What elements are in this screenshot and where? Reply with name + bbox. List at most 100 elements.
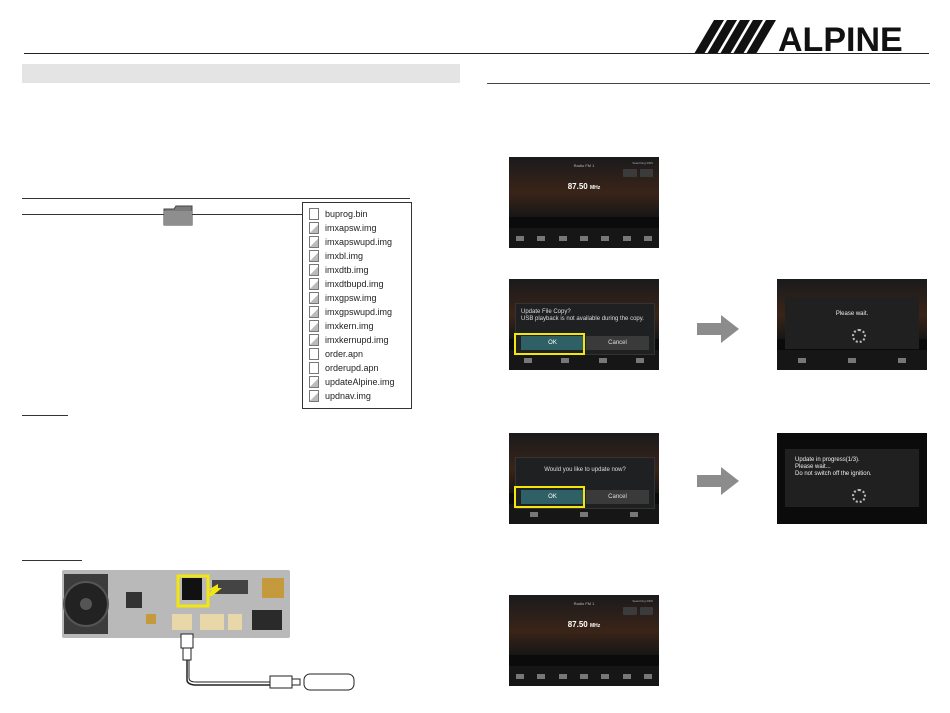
pty-icon[interactable]: [579, 673, 588, 679]
image-file-icon: [309, 306, 319, 318]
settings-icon[interactable]: [639, 607, 653, 615]
progress-panel: Update in progress(1/3). Please wait... …: [785, 449, 919, 507]
blank-file-icon: [309, 348, 319, 360]
cancel-button[interactable]: Cancel: [586, 490, 649, 504]
copy-dialog: Update File Copy?USB playback is not ava…: [515, 303, 655, 355]
radio-bottom-bar: [509, 666, 659, 686]
section-rule-right: [487, 83, 930, 84]
tune-icon[interactable]: [537, 673, 546, 679]
ok-button[interactable]: OK: [521, 336, 584, 350]
image-file-icon: [309, 250, 319, 262]
note-rule: [22, 415, 68, 416]
ok-button[interactable]: OK: [521, 490, 584, 504]
screen-background: [509, 157, 659, 217]
previous-icon: [530, 511, 538, 517]
file-item: updateAlpine.img: [309, 375, 395, 389]
section-rule: [22, 198, 410, 199]
image-file-icon: [309, 292, 319, 304]
tune-icon: [561, 357, 570, 363]
logo-text: ALPINE: [778, 21, 903, 54]
radio-bottom-bar: [509, 350, 659, 370]
tune-icon: [848, 357, 856, 363]
alpine-logo: ALPINE: [694, 20, 903, 54]
file-item: orderupd.apn: [309, 361, 379, 375]
screen-controls: [623, 169, 653, 177]
next-icon[interactable]: [644, 235, 653, 241]
blank-file-icon: [309, 208, 319, 220]
image-file-icon: [309, 390, 319, 402]
settings-icon[interactable]: [639, 169, 653, 177]
ignition-warning: Do not switch off the ignition.: [795, 471, 872, 477]
pty-icon[interactable]: [579, 235, 588, 241]
image-file-icon: [309, 222, 319, 234]
loading-spinner-icon: [852, 489, 866, 503]
rear-panel-drawing: [63, 574, 284, 634]
header-rule: [24, 53, 929, 54]
copy-question: Update File Copy?: [521, 309, 571, 315]
image-file-icon: [309, 236, 319, 248]
radio-bottom-bar: [509, 228, 659, 248]
progress-text: Update in progress(1/3). Please wait... …: [795, 457, 915, 478]
tune-icon[interactable]: [537, 235, 546, 241]
next-icon: [636, 357, 645, 363]
highlight-arrow-icon: [208, 584, 222, 596]
file-item: imxkernupd.img: [309, 333, 389, 347]
file-item: imxdtbupd.img: [309, 277, 384, 291]
previous-icon[interactable]: [515, 235, 524, 241]
frequency-display: 87.50 MHz: [509, 182, 659, 191]
file-item: imxgpsw.img: [309, 291, 377, 305]
usb-port-highlight: [176, 574, 210, 608]
image-file-icon: [309, 320, 319, 332]
previous-icon: [798, 357, 806, 363]
connection-rule: [22, 560, 82, 561]
blank-file-icon: [309, 362, 319, 374]
please-wait-text: Please wait.: [835, 311, 869, 317]
head-unit-screen-please-wait: Please wait.: [777, 279, 927, 370]
image-file-icon: [309, 278, 319, 290]
frequency-unit: MHz: [589, 185, 601, 191]
band-icon[interactable]: [558, 673, 567, 679]
screen-controls: [623, 607, 653, 615]
cancel-button[interactable]: Cancel: [586, 336, 649, 350]
band-icon: [598, 357, 607, 363]
screen-background: [509, 595, 659, 655]
copy-dialog-message: Update File Copy?USB playback is not ava…: [521, 309, 649, 323]
info-icon[interactable]: [601, 673, 610, 679]
head-unit-screen-radio-after: Radio FM 1 Searching RDS 87.50 MHz: [509, 595, 659, 686]
file-item: imxapsw.img: [309, 221, 377, 235]
file-item: imxapswupd.img: [309, 235, 392, 249]
list-icon[interactable]: [622, 673, 631, 679]
next-icon: [630, 511, 638, 517]
unit-rear-panel: [62, 570, 290, 638]
info-icon[interactable]: [601, 235, 610, 241]
update-question: Would you like to update now?: [544, 467, 626, 473]
ok-button-highlight: [514, 333, 585, 355]
head-unit-screen-radio: Radio FM 1 Searching RDS 87.50 MHz: [509, 157, 659, 248]
arrow-right-icon: [697, 315, 739, 343]
file-item: imxkern.img: [309, 319, 374, 333]
frequency-value: 87.50: [567, 620, 588, 629]
image-file-icon: [309, 376, 319, 388]
next-icon: [898, 357, 906, 363]
tune-icon: [580, 511, 588, 517]
copy-warning: USB playback is not available during the…: [521, 316, 644, 322]
folder-connector-line: [22, 214, 302, 215]
file-item: updnav.img: [309, 389, 371, 403]
station-name: Radio FM 1: [573, 163, 595, 168]
file-item: buprog.bin: [309, 207, 368, 221]
next-icon[interactable]: [644, 673, 653, 679]
loading-spinner-icon: [852, 329, 866, 343]
file-list: buprog.bin imxapsw.img imxapswupd.img im…: [302, 202, 412, 409]
folder-icon: [163, 205, 193, 226]
volume-icon[interactable]: [623, 607, 637, 615]
band-icon[interactable]: [558, 235, 567, 241]
volume-icon[interactable]: [623, 169, 637, 177]
radio-bottom-bar: [509, 504, 659, 524]
rds-status: Searching RDS: [632, 599, 653, 603]
previous-icon[interactable]: [515, 673, 524, 679]
station-name: Radio FM 1: [573, 601, 595, 606]
progress-wait: Please wait...: [795, 464, 831, 470]
list-icon[interactable]: [622, 235, 631, 241]
file-item: imxdtb.img: [309, 263, 369, 277]
usb-connector-icon: [269, 675, 293, 689]
